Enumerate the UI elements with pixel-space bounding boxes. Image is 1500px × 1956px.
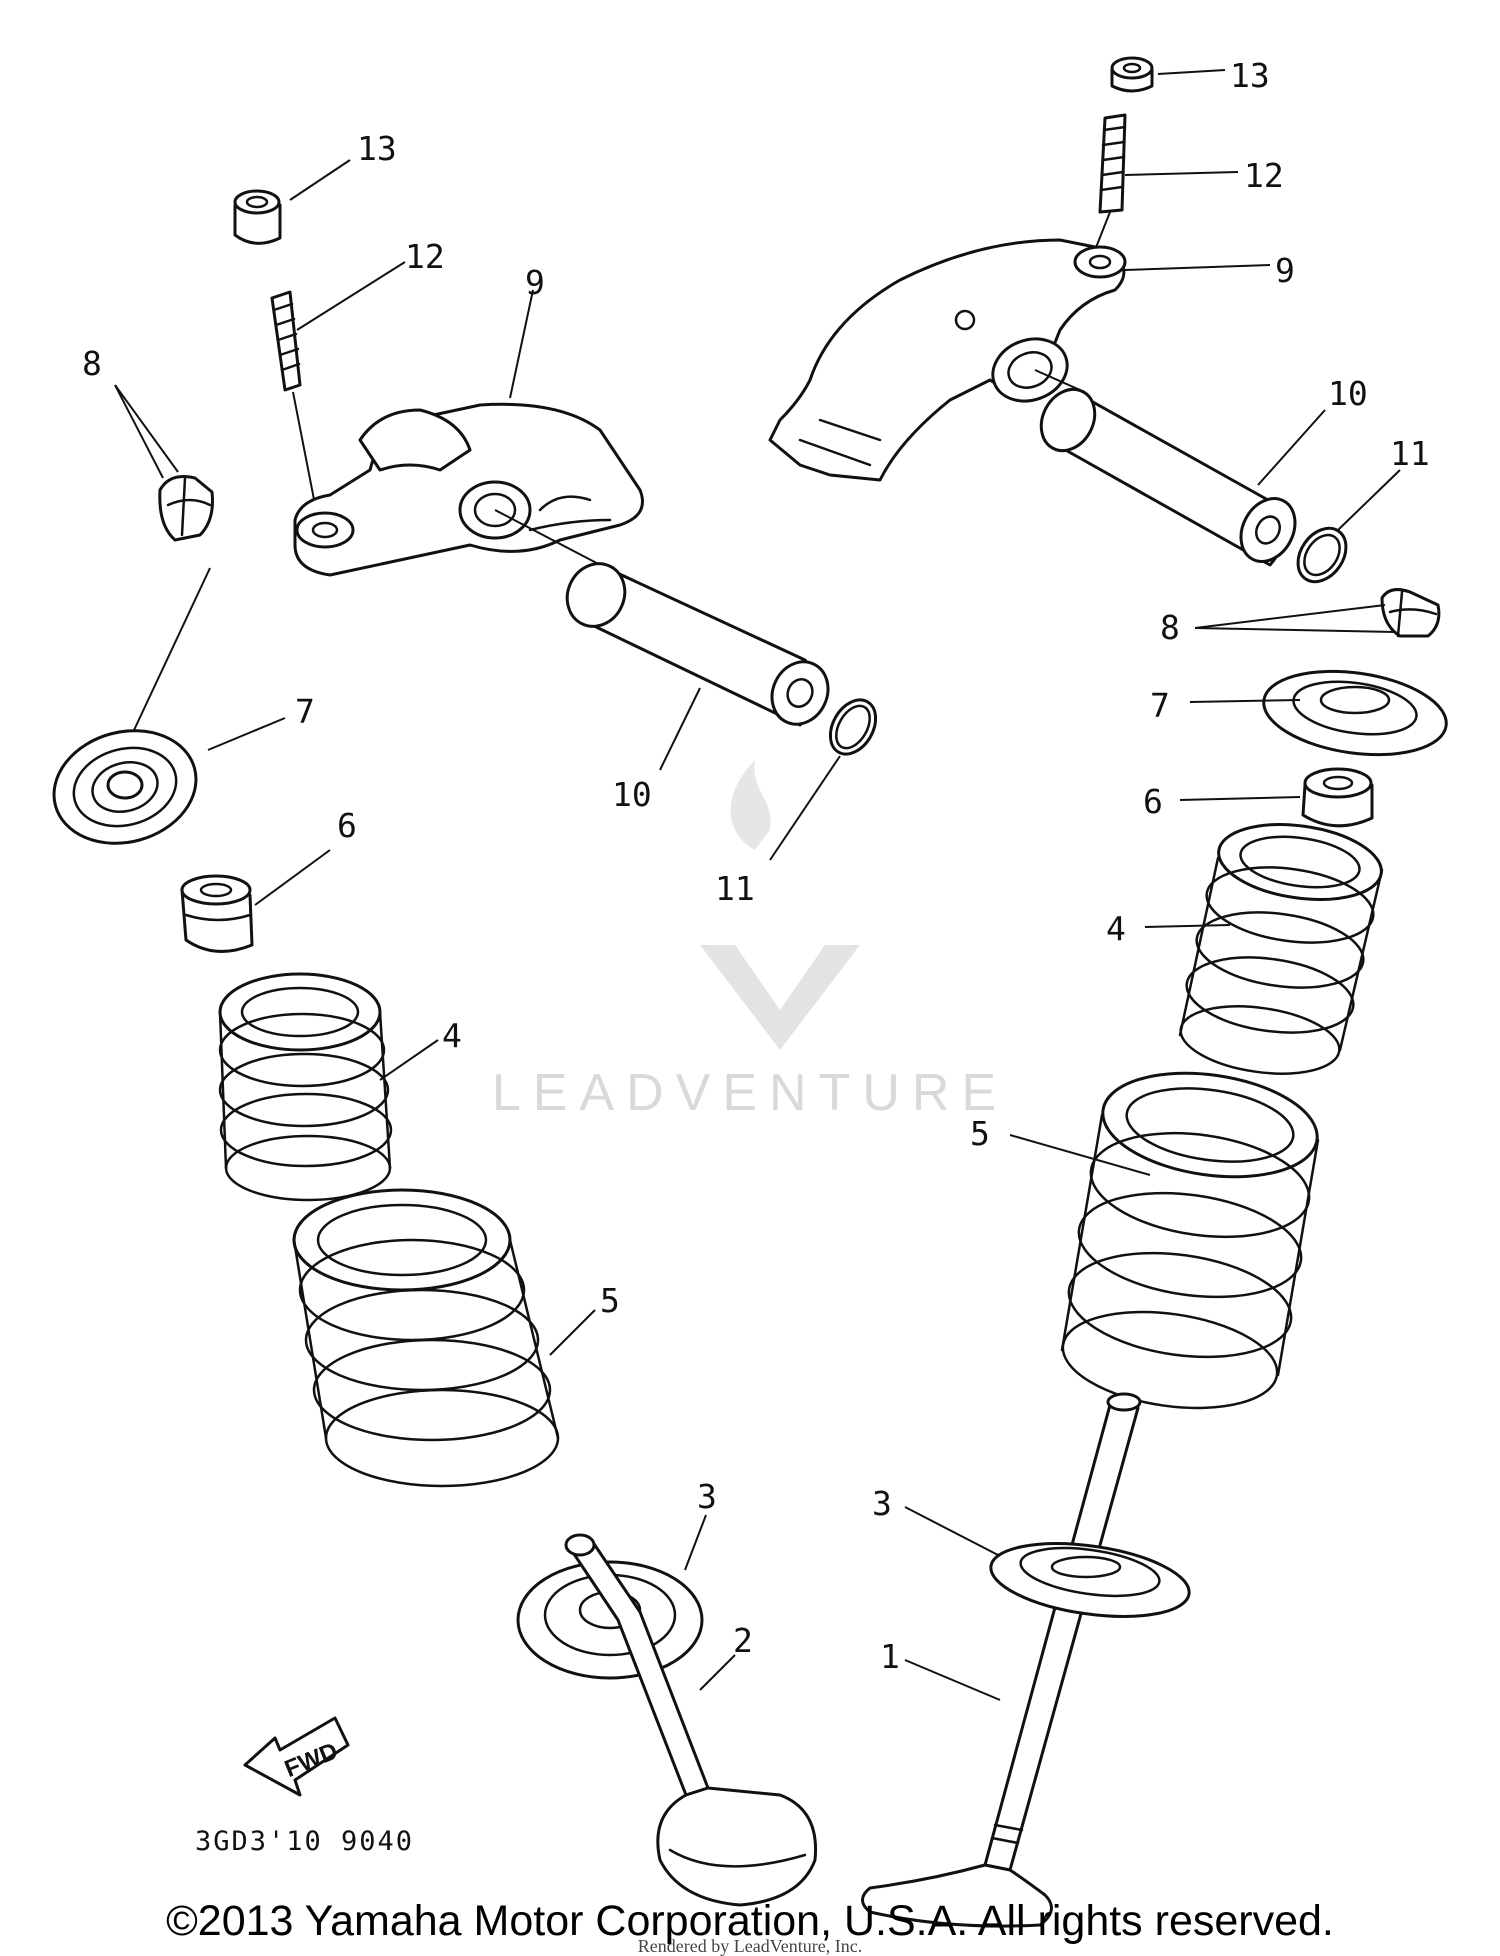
part-6-seal-left: [180, 874, 254, 953]
part-2-valve-short: [564, 1533, 818, 1907]
leader-1: [904, 1659, 1001, 1701]
callout-5-right: 5: [970, 1114, 990, 1153]
leader-5-left: [549, 1309, 596, 1356]
callout-10-left: 10: [612, 775, 652, 814]
part-5-outer-spring-right: [1060, 1071, 1320, 1410]
callout-10-right: 10: [1328, 374, 1368, 413]
part-1-valve-long: [861, 1392, 1142, 1928]
callout-4-right: 4: [1106, 909, 1126, 948]
watermark-brand: LEADVENTURE: [492, 1064, 1008, 1122]
callout-4-left: 4: [442, 1016, 462, 1055]
part-7-retainer-right: [1262, 669, 1448, 757]
callout-11-right: 11: [1390, 434, 1430, 473]
rendered-by-notice: Rendered by LeadVenture, Inc.: [638, 1936, 862, 1956]
leader-10-right: [1257, 409, 1326, 486]
leader-13-right: [1157, 69, 1226, 75]
leader-12-right-axis: [1094, 211, 1111, 251]
part-4-inner-spring-right: [1178, 823, 1384, 1075]
callout-9-left: 9: [525, 263, 545, 302]
leader-6-left: [254, 849, 331, 906]
callout-3-left: 3: [697, 1477, 717, 1516]
leader-5-right: [1009, 1134, 1151, 1176]
v-logo-icon: [700, 945, 860, 1050]
callout-5-left: 5: [600, 1281, 620, 1320]
part-3-seat-right: [989, 1542, 1191, 1618]
part-10-shaft-right: [1034, 369, 1297, 567]
part-5-outer-spring-left: [292, 1188, 560, 1488]
part-12-screw-right: [1098, 113, 1127, 214]
part-6-seal-right: [1301, 767, 1374, 828]
callout-8-left: 8: [82, 344, 102, 383]
part-9-rocker-arm-right: [768, 238, 1127, 482]
callout-6-left: 6: [337, 806, 357, 845]
part-7-retainer-left: [52, 729, 198, 845]
callout-1: 1: [880, 1637, 900, 1676]
leader-9-left: [509, 289, 534, 399]
callout-9-right: 9: [1275, 251, 1295, 290]
leader-7-right: [1189, 699, 1301, 703]
leader-13-left: [289, 159, 351, 201]
callout-11-left: 11: [715, 869, 755, 908]
leader-9-right: [1124, 264, 1271, 271]
fwd-arrow-icon[interactable]: FWD: [243, 1716, 350, 1797]
flame-icon: [730, 760, 771, 850]
leader-8-right-a: [1194, 604, 1386, 629]
leader-3-right: [904, 1506, 999, 1556]
leader-8-left-axis: [119, 567, 211, 761]
leader-6-right: [1179, 796, 1301, 801]
copyright-notice: ©2013 Yamaha Motor Corporation, U.S.A. A…: [166, 1897, 1334, 1945]
leadventure-watermark: LEADVENTURE: [492, 760, 1008, 1122]
leader-3-left: [684, 1514, 707, 1571]
callout-3-right: 3: [872, 1484, 892, 1523]
leader-8-left-a: [114, 384, 164, 479]
part-13-nut-right: [1110, 56, 1154, 93]
leader-4-right: [1144, 924, 1231, 928]
callout-7-right: 7: [1150, 686, 1170, 725]
callout-12-left: 12: [405, 237, 445, 276]
part-11-oring-left: [828, 698, 878, 756]
leader-11-left: [769, 755, 841, 861]
part-4-inner-spring-left: [218, 972, 393, 1202]
leader-4-left: [379, 1039, 439, 1081]
part-13-nut-left: [233, 189, 282, 245]
leader-11-right: [1337, 469, 1401, 531]
leader-8-right-b: [1194, 627, 1396, 633]
callout-7-left: 7: [295, 692, 315, 731]
part-9-rocker-arm-left: [293, 402, 644, 577]
leader-2: [699, 1654, 736, 1691]
leader-10-left: [659, 687, 701, 771]
part-12-screw-left: [270, 290, 302, 392]
callout-8-right: 8: [1160, 608, 1180, 647]
leader-12-left: [296, 261, 406, 331]
diagram-code: 3GD3'10 9040: [195, 1826, 414, 1857]
callout-13-left: 13: [357, 129, 397, 168]
part-10-shaft-left: [494, 509, 830, 727]
callout-13-right: 13: [1230, 56, 1270, 95]
part-8-cotter-left: [158, 475, 214, 542]
part-11-oring-right: [1296, 526, 1348, 584]
part-3-seat-left: [516, 1560, 704, 1680]
part-8-cotter-right: [1380, 588, 1441, 638]
leader-7-left: [207, 717, 286, 751]
leader-12-right: [1124, 171, 1239, 176]
leader-8-left-b: [114, 384, 179, 473]
callout-6-right: 6: [1143, 782, 1163, 821]
callout-12-right: 12: [1244, 156, 1284, 195]
callout-2: 2: [733, 1621, 753, 1660]
